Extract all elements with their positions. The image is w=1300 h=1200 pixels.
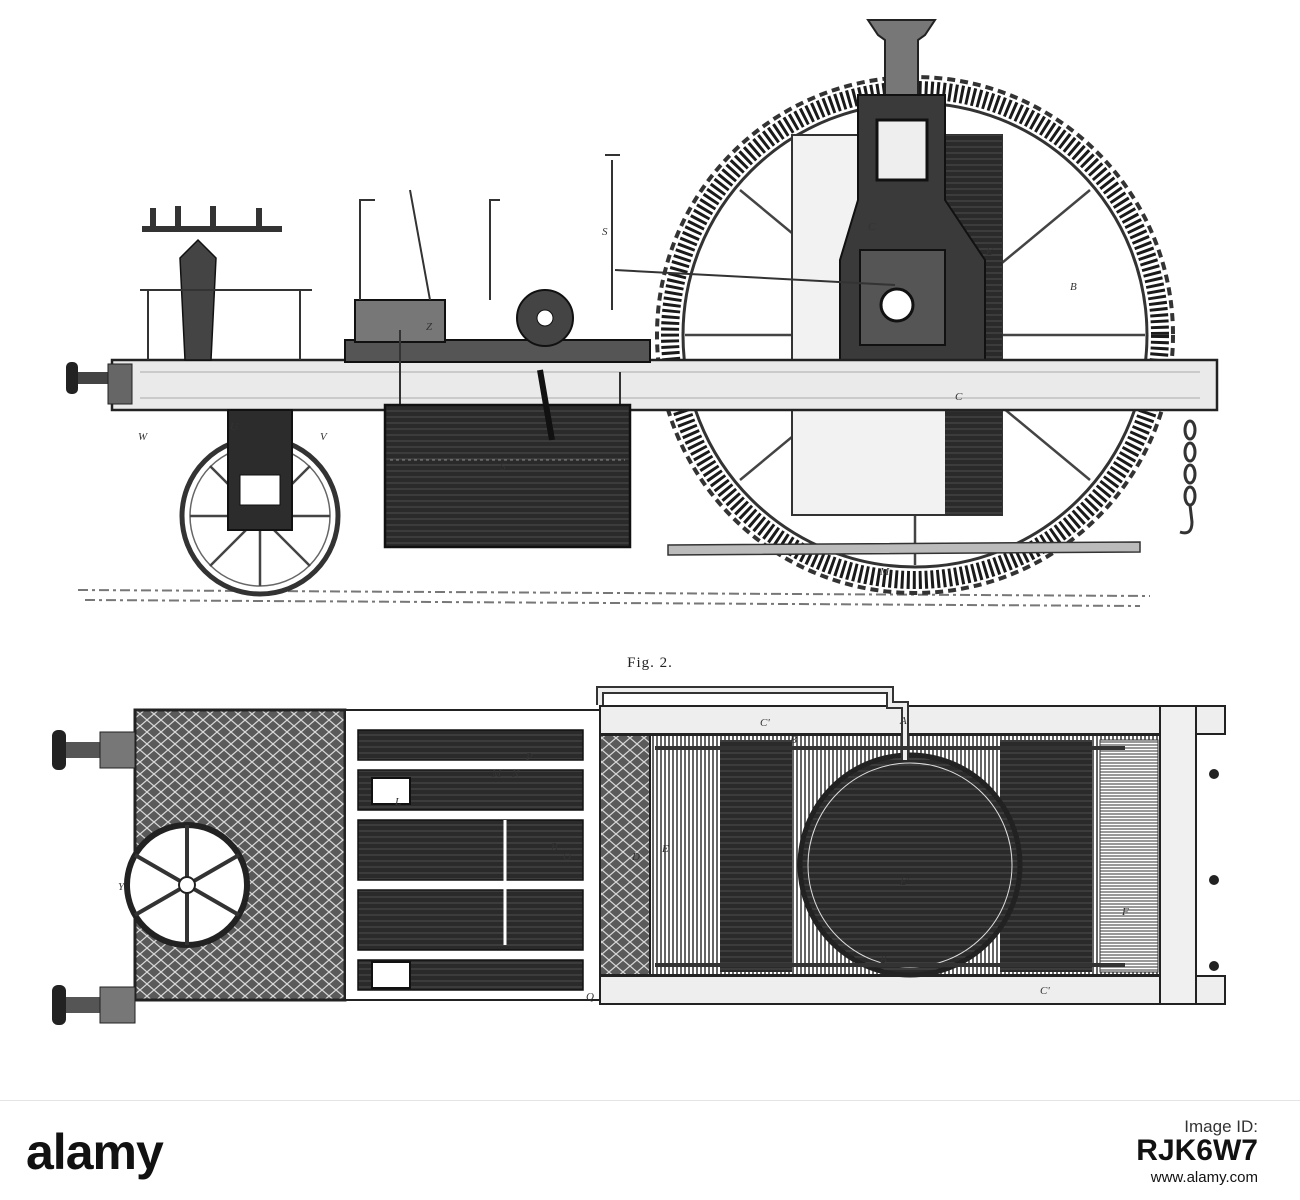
plan-rail-top (599, 705, 1226, 735)
side-label: U (230, 421, 239, 433)
plan-label: C' (760, 717, 770, 729)
engine-machinery (357, 729, 584, 991)
plan-label: O (563, 851, 571, 863)
water-tank (383, 403, 632, 549)
plan-label: C' (1040, 985, 1050, 997)
side-label: V (320, 431, 328, 443)
plan-label: M (491, 768, 502, 780)
side-label: W (138, 431, 148, 443)
tubes-right (1099, 739, 1159, 973)
side-label: C (868, 221, 876, 233)
wheel-hub (879, 287, 915, 323)
plan-label: Y (118, 881, 126, 893)
alamy-logo: alamy (26, 1124, 164, 1180)
plan-label: E (661, 843, 669, 855)
chequer-strip (599, 734, 651, 976)
plan-label: Q (586, 991, 594, 1003)
side-label: C (955, 391, 963, 403)
side-elevation-view: W V U S C E B C M Z S (66, 19, 1219, 607)
plan-label: P (525, 751, 533, 763)
image-id-value: RJK6W7 (1136, 1134, 1258, 1167)
side-label: M (879, 566, 890, 578)
image-id-block: Image ID: RJK6W7 (1136, 1115, 1258, 1167)
side-label: E (985, 246, 993, 258)
engraving-plate: W V U S C E B C M Z S (52, 19, 1226, 1025)
plan-buffer-top (52, 730, 136, 770)
front-buffer (66, 362, 133, 405)
plan-buffer-bottom (52, 985, 136, 1025)
plan-label: D (631, 851, 640, 863)
plan-view: A B B C' C' E E' F D L M N O P Y Q B (52, 686, 1226, 1025)
skid-bar (667, 541, 1141, 556)
side-label: Z (426, 321, 433, 333)
small-steering-wheel (179, 409, 341, 597)
rail-bolts (1209, 769, 1219, 971)
steering-column (140, 206, 312, 361)
engine-bed (344, 339, 651, 363)
side-label: B (1070, 281, 1077, 293)
side-label: S (500, 461, 506, 473)
side-frame-beam (110, 358, 1219, 412)
boiler-drum-plan (797, 752, 1023, 978)
plan-steering-wheel (124, 822, 250, 948)
plan-label: N (511, 768, 520, 780)
image-id-label: Image ID: (1184, 1117, 1258, 1136)
plan-label: A (899, 715, 907, 727)
plan-label: B (551, 841, 558, 853)
figure-caption: Fig. 2. (627, 655, 673, 671)
ground-line (77, 589, 1151, 607)
plan-label: E' (899, 876, 910, 888)
tow-chain (1179, 419, 1197, 535)
plan-rail-bottom (599, 975, 1226, 1005)
site-url: www.alamy.com (1150, 1169, 1258, 1186)
plan-label: F (1121, 906, 1129, 918)
watermark-bar: alamy Image ID: RJK6W7 www.alamy.com (0, 1100, 1300, 1200)
plan-label: L (394, 796, 401, 808)
plan-label: B (880, 954, 887, 966)
plan-rail-right (1159, 705, 1197, 1005)
plan-label: B (790, 734, 797, 746)
side-label: S (602, 226, 608, 238)
